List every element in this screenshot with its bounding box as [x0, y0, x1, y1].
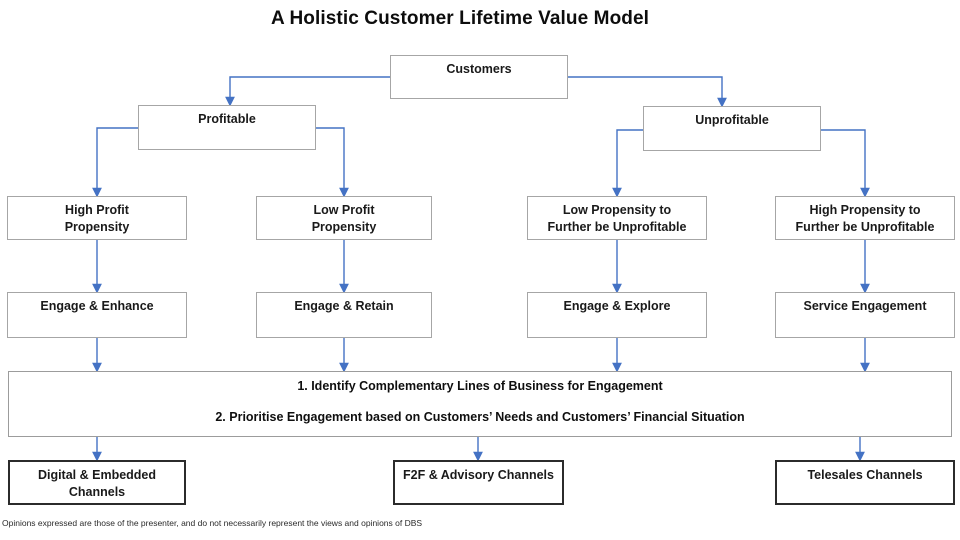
node-engagement-process: 1. Identify Complementary Lines of Busin…: [8, 371, 952, 437]
node-f2f-advisory-channels: F2F & Advisory Channels: [393, 460, 564, 505]
node-engage-retain: Engage & Retain: [256, 292, 432, 338]
node-customers: Customers: [390, 55, 568, 99]
node-telesales-channels: Telesales Channels: [775, 460, 955, 505]
connector: [316, 127, 349, 198]
node-high-propensity-unprofitable: High Propensity to Further be Unprofitab…: [775, 196, 955, 240]
process-step-1: 1. Identify Complementary Lines of Busin…: [297, 379, 663, 393]
connector: [612, 129, 643, 198]
diagram-title: A Holistic Customer Lifetime Value Model: [270, 8, 650, 29]
node-unprofitable: Unprofitable: [643, 106, 821, 151]
node-low-propensity-unprofitable: Low Propensity to Further be Unprofitabl…: [527, 196, 707, 240]
node-engage-explore: Engage & Explore: [527, 292, 707, 338]
connector: [225, 76, 390, 107]
node-digital-embedded-channels: Digital & Embedded Channels: [8, 460, 186, 505]
node-profitable: Profitable: [138, 105, 316, 150]
node-low-profit-propensity: Low Profit Propensity: [256, 196, 432, 240]
process-step-2: 2. Prioritise Engagement based on Custom…: [215, 410, 745, 424]
connector: [568, 76, 727, 108]
node-service-engagement: Service Engagement: [775, 292, 955, 338]
node-high-profit-propensity: High Profit Propensity: [7, 196, 187, 240]
disclaimer-text: Opinions expressed are those of the pres…: [2, 518, 423, 528]
connector: [821, 129, 870, 198]
node-engage-enhance: Engage & Enhance: [7, 292, 187, 338]
connector: [92, 127, 138, 198]
